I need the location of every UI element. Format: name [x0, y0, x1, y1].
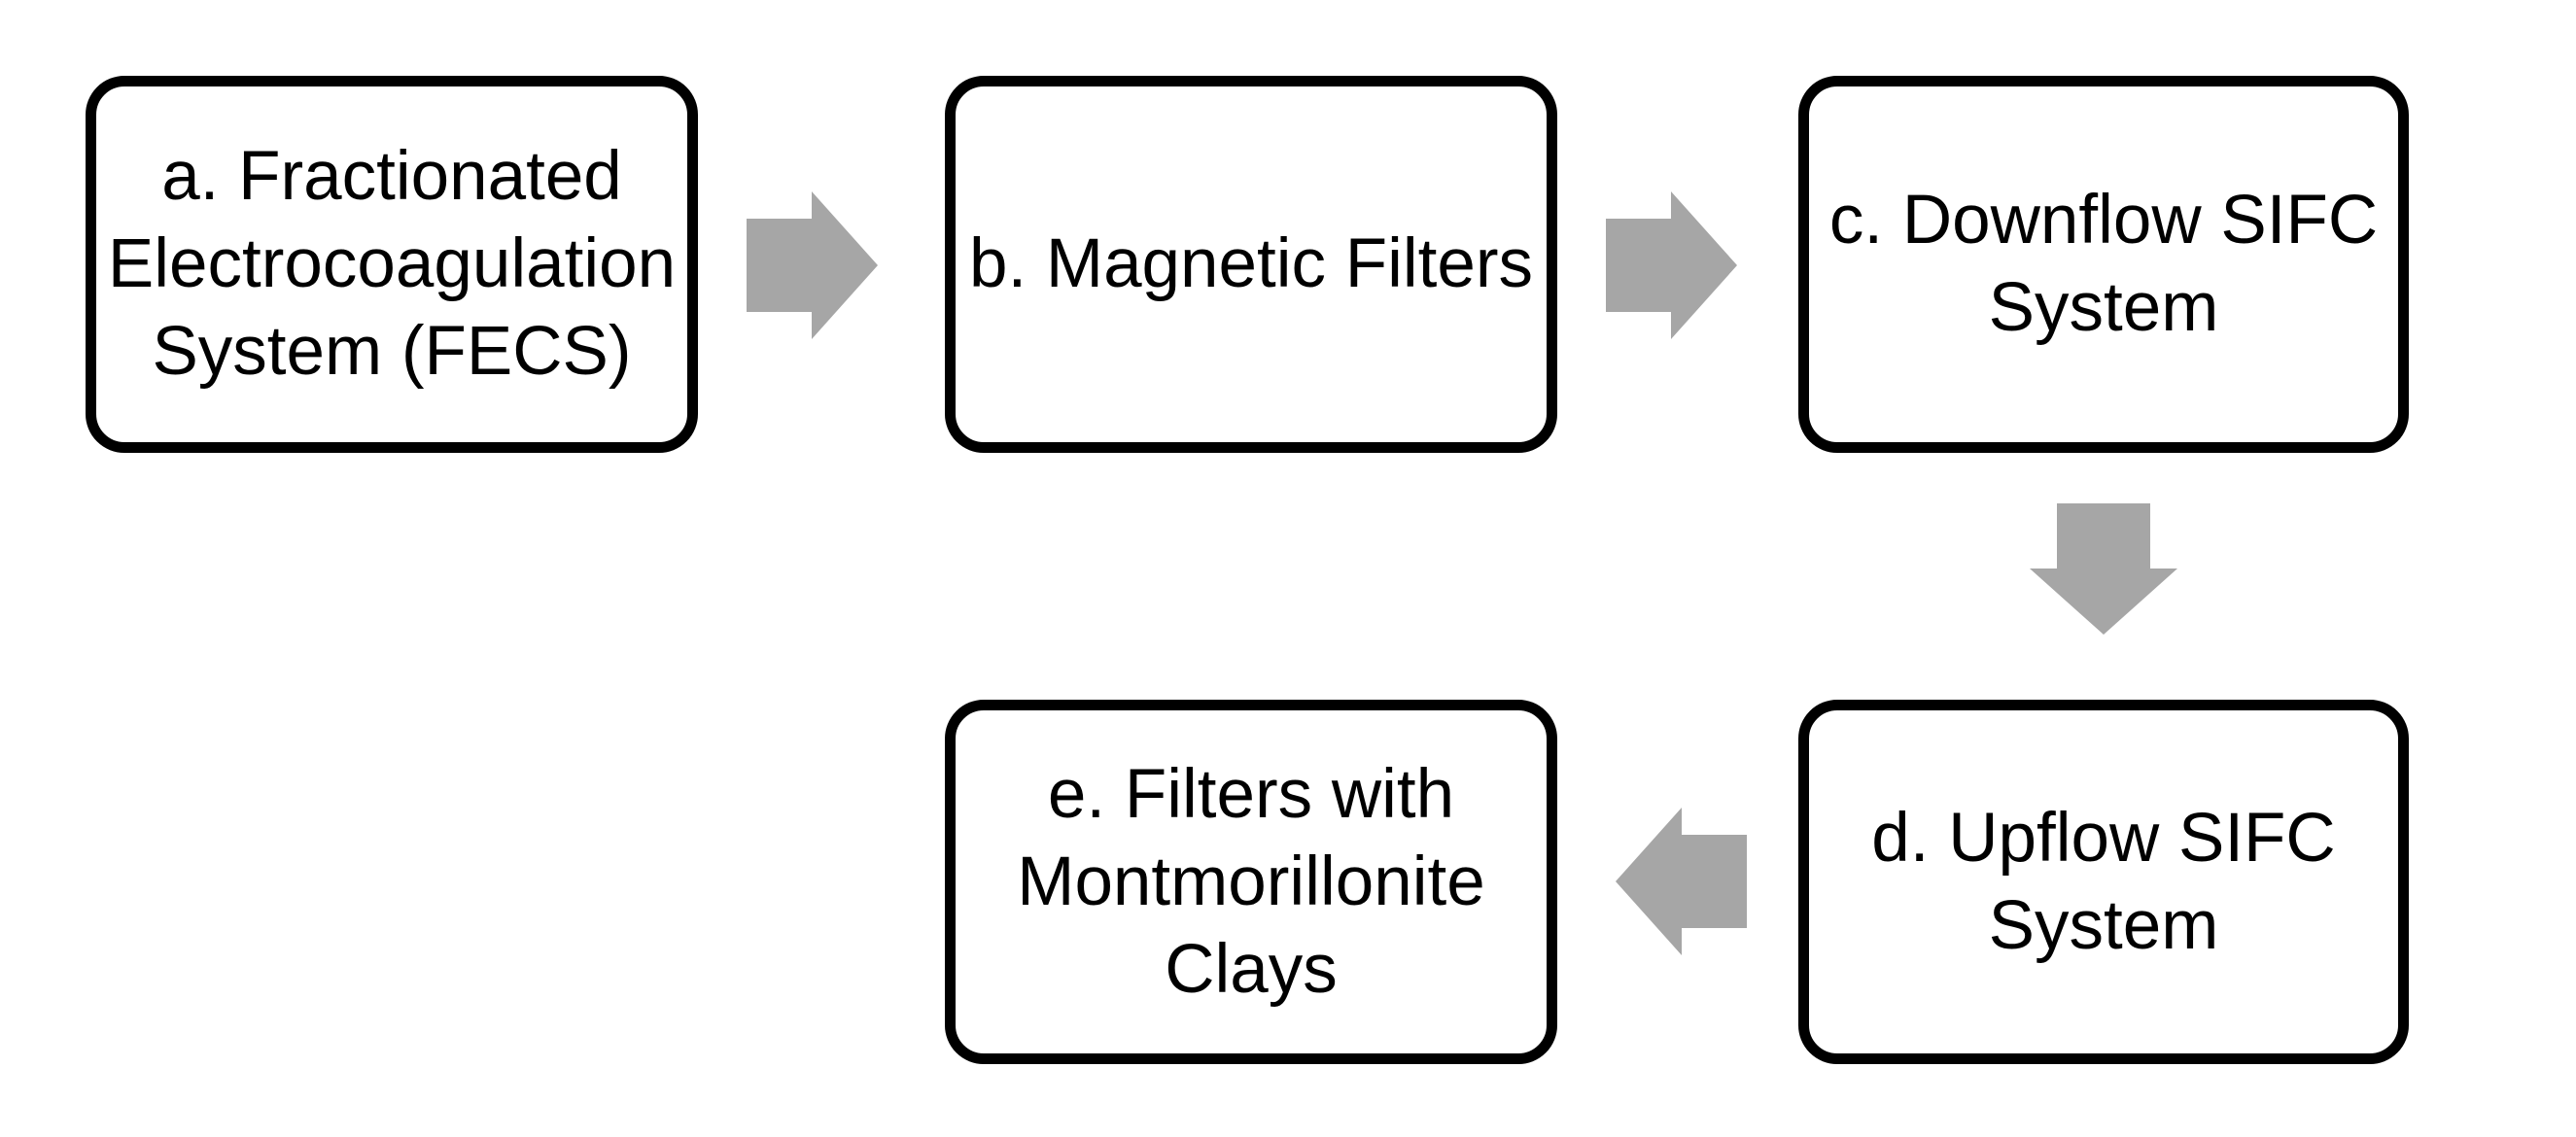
- flow-box-b-line-1: b. Magnetic Filters: [968, 225, 1534, 302]
- flow-box-b: b. Magnetic Filters: [945, 76, 1557, 453]
- flow-arrow-d-to-e: [1616, 808, 1747, 955]
- flow-box-c: c. Downflow SIFC System: [1798, 76, 2409, 453]
- right-arrow-icon: [1606, 191, 1737, 339]
- flow-box-e: e. Filters with Montmorillonite Clays: [945, 700, 1557, 1064]
- flow-box-e-line-1: e. Filters with: [1047, 755, 1455, 833]
- flow-box-a: a. Fractionated Electrocoagulation Syste…: [86, 76, 698, 453]
- flow-box-e-line-3: Clays: [1165, 930, 1338, 1008]
- down-arrow-icon: [2030, 503, 2177, 635]
- flow-box-a-line-3: System (FECS): [152, 313, 632, 390]
- flow-arrow-a-to-b: [747, 191, 878, 339]
- flow-box-c-line-2: System: [1988, 269, 2219, 346]
- flow-box-d-line-2: System: [1988, 886, 2219, 964]
- left-arrow-icon: [1616, 808, 1747, 955]
- flow-arrow-c-to-d: [2030, 503, 2177, 635]
- flow-box-a-line-1: a. Fractionated: [161, 138, 622, 215]
- flow-box-d-line-1: d. Upflow SIFC: [1871, 799, 2336, 877]
- flow-box-a-line-2: Electrocoagulation: [107, 225, 677, 302]
- right-arrow-icon: [747, 191, 878, 339]
- flow-box-c-line-1: c. Downflow SIFC: [1828, 182, 2379, 258]
- flow-box-d: d. Upflow SIFC System: [1798, 700, 2409, 1064]
- flow-arrow-b-to-c: [1606, 191, 1737, 339]
- flow-box-e-line-2: Montmorillonite: [1017, 843, 1485, 920]
